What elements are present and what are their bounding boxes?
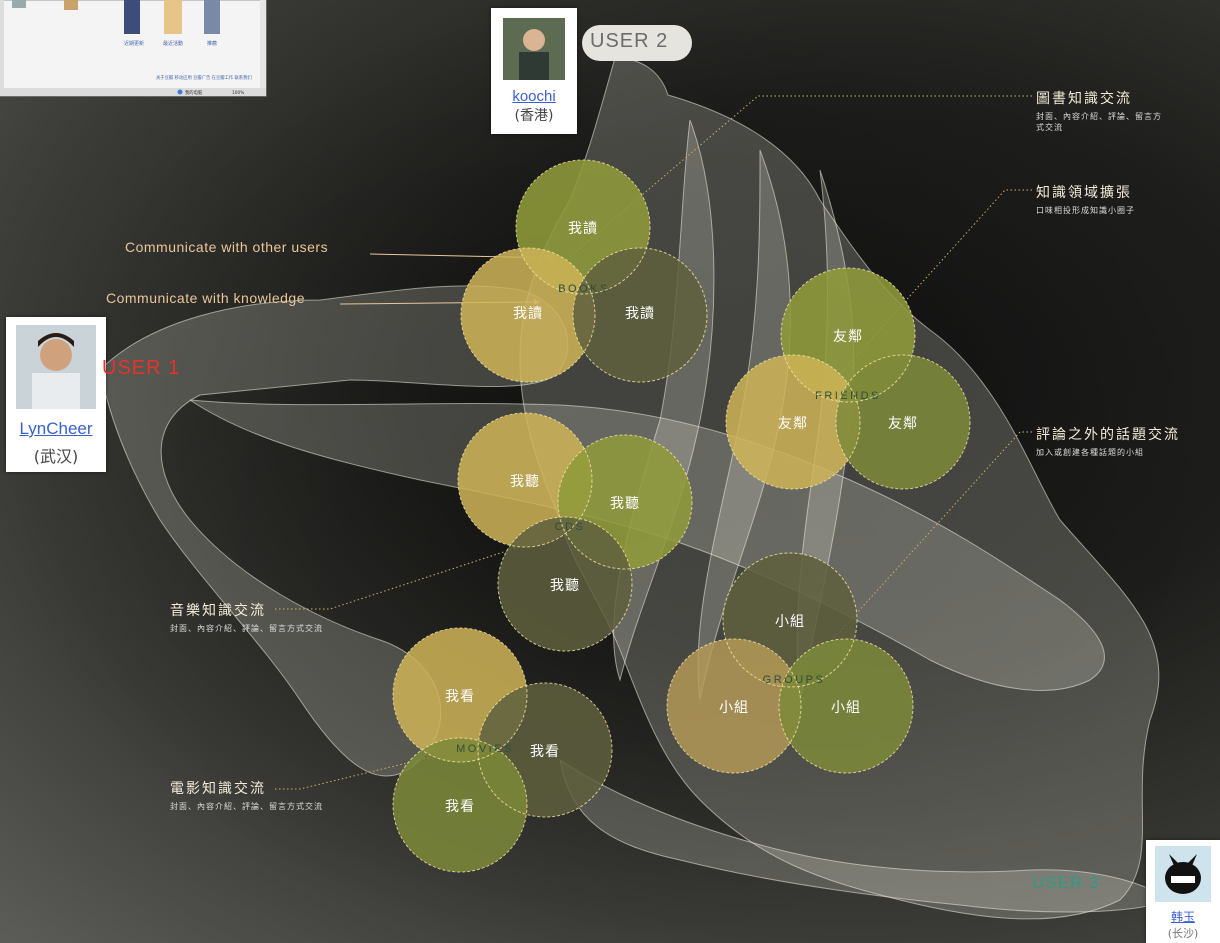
books-bubble-right-label: 我讀: [625, 306, 655, 322]
books-bubble-right: [573, 248, 707, 382]
screenshot-globe-icon: [177, 89, 183, 95]
annotation-books-title: 圖書知識交流: [1036, 91, 1132, 107]
movies-bubble-right-label: 我看: [530, 744, 560, 760]
note-communicate-knowledge: Communicate with knowledge: [106, 290, 305, 306]
movies-group-label: MOVIES: [456, 743, 514, 755]
screenshot-cover-2: [164, 0, 182, 34]
browser-screenshot: 近期更新 最近活動 推薦 关于豆瓣 移动应用 豆瓣广告 在豆瓣工作 联系我们 我…: [0, 0, 267, 97]
user1-name-link[interactable]: LynCheer: [19, 419, 93, 438]
screenshot-status-right: 100%: [232, 90, 244, 96]
friends-bubble-left-label: 友鄰: [778, 416, 808, 432]
user2-card: koochi (香港): [491, 8, 577, 134]
cds-group-label: CDS: [555, 521, 586, 533]
annotation-movies-title: 電影知識交流: [170, 781, 266, 797]
user2-label-pill: [582, 25, 692, 61]
screenshot-footer-links: 关于豆瓣 移动应用 豆瓣广告 在豆瓣工作 联系我们: [156, 74, 252, 81]
books-group-label: BOOKS: [558, 283, 610, 295]
annotation-music-title: 音樂知識交流: [170, 603, 266, 619]
cds-bubble-bottom-label: 我聽: [550, 578, 580, 594]
user1-label: USER 1: [102, 357, 181, 379]
groups-bubble-right: [779, 639, 913, 773]
cds-bubble-bottom: [498, 517, 632, 651]
user3-label: USER 3: [1032, 873, 1100, 892]
books-cluster: 我讀 我讀 我讀 BOOKS: [461, 160, 707, 382]
user3-avatar: [1155, 846, 1211, 902]
user1-avatar: [16, 325, 96, 409]
cds-bubble-top: [458, 413, 592, 547]
screenshot-sort-1: 近期更新: [124, 40, 144, 47]
annotation-movies: 電影知識交流 封面、內容介紹、評論、留言方式交流: [170, 778, 323, 812]
user1-card: LynCheer (武汉): [6, 317, 106, 472]
user2-avatar: [503, 18, 565, 80]
annotation-topics: 評論之外的話題交流 加入或創建各種話題的小組: [1036, 424, 1180, 458]
user3-card: 韩玉 (长沙): [1146, 840, 1220, 943]
groups-bubble-left-label: 小組: [719, 700, 749, 716]
cds-bubble-top-label: 我聽: [510, 474, 540, 490]
movies-bubble-top-label: 我看: [445, 689, 475, 705]
user2-label: USER 2: [590, 30, 669, 52]
leader-topics: [809, 431, 1032, 666]
annotation-domain-title: 知識領域擴張: [1036, 185, 1132, 201]
books-bubble-left-label: 我讀: [513, 306, 543, 322]
screenshot-sort-3: 推薦: [207, 40, 217, 47]
leader-domain: [829, 189, 1032, 386]
leader-movies: [275, 754, 441, 790]
annotation-movies-sub: 封面、內容介紹、評論、留言方式交流: [170, 802, 323, 811]
books-bubble-left: [461, 248, 595, 382]
annotation-topics-title: 評論之外的話題交流: [1036, 427, 1180, 443]
groups-group-label: GROUPS: [763, 674, 826, 686]
friends-cluster: 友鄰 友鄰 友鄰 FRIENDS: [726, 268, 970, 489]
screenshot-status-left: 我的电脑: [185, 89, 203, 96]
friends-bubble-left: [726, 355, 860, 489]
annotation-domain: 知識領域擴張 口味相投形成知識小圈子: [1036, 182, 1135, 216]
friends-bubble-right: [836, 355, 970, 489]
groups-cluster: 小組 小組 小組 GROUPS: [667, 553, 913, 773]
annotation-topics-sub: 加入或創建各種話題的小組: [1036, 448, 1144, 457]
cds-cluster: 我聽 我聽 我聽 CDS: [458, 413, 692, 651]
annotation-books-sub: 封面、內容介紹、評論、留言方式交流: [1036, 112, 1162, 132]
annotation-music-sub: 封面、內容介紹、評論、留言方式交流: [170, 624, 323, 633]
user2-name-link[interactable]: koochi: [512, 88, 556, 105]
cds-bubble-right-label: 我聽: [610, 496, 640, 512]
user3-name-link[interactable]: 韩玉: [1170, 910, 1195, 924]
groups-bubble-left: [667, 639, 801, 773]
annotation-music: 音樂知識交流 封面、內容介紹、評論、留言方式交流: [170, 600, 323, 634]
screenshot-thumb-2: [64, 0, 78, 10]
intersection-outlines: [392, 159, 971, 873]
user2-location: (香港): [514, 108, 554, 124]
groups-bubble-top-label: 小組: [775, 614, 805, 630]
user3-location: (长沙): [1167, 927, 1199, 940]
annotation-books: 圖書知識交流 封面、內容介紹、評論、留言方式交流: [1036, 88, 1166, 133]
friends-bubble-top-label: 友鄰: [833, 329, 863, 345]
friends-group-label: FRIENDS: [815, 390, 881, 402]
friends-bubble-right-label: 友鄰: [888, 416, 918, 432]
user1-location: (武汉): [33, 447, 79, 466]
movies-bubble-bottom: [393, 738, 527, 872]
annotation-domain-sub: 口味相投形成知識小圈子: [1036, 206, 1135, 215]
screenshot-cover-3: [204, 0, 220, 34]
note-communicate-users: Communicate with other users: [125, 239, 329, 255]
screenshot-sort-2: 最近活動: [163, 40, 183, 47]
screenshot-thumb-1: [12, 0, 26, 8]
groups-bubble-right-label: 小組: [831, 700, 861, 716]
movies-cluster: 我看 我看 我看 MOVIES: [393, 628, 612, 872]
movies-bubble-bottom-label: 我看: [445, 799, 475, 815]
books-bubble-top-label: 我讀: [568, 221, 598, 237]
screenshot-cover-1: [124, 0, 140, 34]
